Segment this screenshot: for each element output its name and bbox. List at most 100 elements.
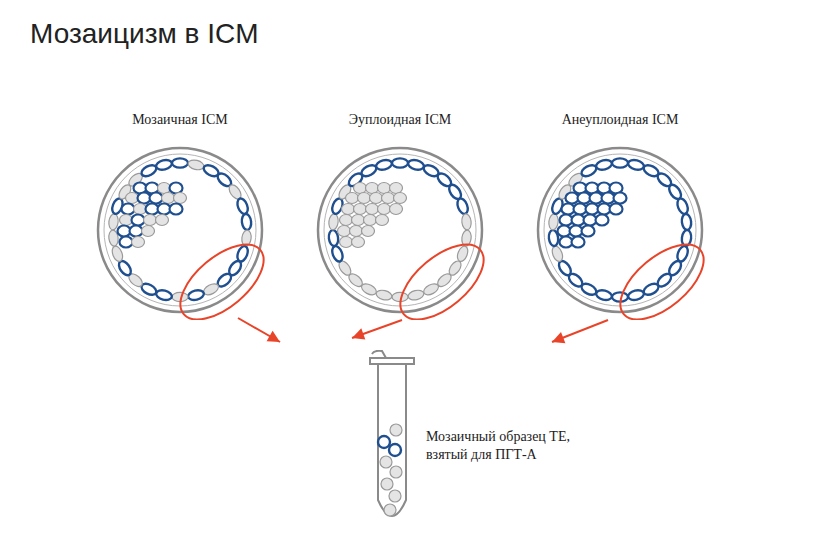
sample-cell bbox=[381, 478, 393, 490]
biopsy-highlight bbox=[608, 231, 710, 320]
tube-label: Мозаичный образец TE, взятый для ПГТ-А bbox=[426, 428, 596, 464]
icm-cell bbox=[174, 193, 187, 204]
blastocyst-drawing bbox=[90, 140, 270, 320]
icm-cell bbox=[352, 237, 365, 248]
te-cell bbox=[612, 158, 628, 167]
icm-cell bbox=[614, 193, 627, 204]
arrow-head bbox=[552, 332, 565, 343]
te-cell bbox=[241, 213, 252, 230]
zona-pellucida bbox=[318, 148, 482, 312]
te-cell bbox=[392, 158, 408, 167]
zona-inner bbox=[324, 154, 476, 306]
te-cell bbox=[461, 213, 472, 230]
diagram-title: Мозаицизм в ICM bbox=[30, 18, 258, 50]
icm-cell bbox=[358, 193, 371, 204]
icm-cell bbox=[122, 204, 135, 215]
zona-pellucida bbox=[98, 148, 262, 312]
arrow-connector bbox=[552, 320, 608, 343]
sample-cell bbox=[390, 466, 402, 478]
te-cell bbox=[328, 213, 339, 230]
icm-cell bbox=[162, 193, 175, 204]
icm-cell bbox=[342, 204, 355, 215]
te-cell bbox=[187, 159, 205, 172]
te-cell bbox=[155, 289, 173, 302]
icm-cell bbox=[354, 204, 367, 215]
blastocyst-heading: Мозаичная ICM bbox=[90, 112, 270, 128]
zona-inner bbox=[104, 154, 256, 306]
blastocyst: Анеуплоидная ICM bbox=[530, 112, 710, 326]
icm-cell bbox=[132, 215, 145, 226]
icm-cell bbox=[340, 215, 353, 226]
icm-cell bbox=[350, 226, 363, 237]
icm-cell bbox=[390, 204, 403, 215]
te-cell bbox=[455, 245, 469, 263]
icm-cell bbox=[130, 226, 143, 237]
tube-lid bbox=[370, 358, 414, 364]
te-cell bbox=[595, 289, 613, 302]
icm-cell bbox=[362, 226, 375, 237]
icm-cell bbox=[338, 226, 351, 237]
icm-cell bbox=[572, 237, 585, 248]
icm-cell bbox=[170, 204, 183, 215]
icm-cell bbox=[132, 237, 145, 248]
icm-cell bbox=[170, 183, 183, 194]
te-cell bbox=[595, 159, 613, 172]
icm-cell bbox=[156, 215, 169, 226]
blastocyst-drawing bbox=[530, 140, 710, 320]
biopsy-highlight bbox=[168, 231, 270, 320]
arrow-head bbox=[352, 328, 365, 339]
icm-cell bbox=[370, 193, 383, 204]
blastocyst-drawing bbox=[310, 140, 490, 320]
blastocyst: Мозаичная ICM bbox=[90, 112, 270, 326]
te-cell bbox=[375, 159, 393, 172]
sample-cell bbox=[390, 424, 402, 436]
sample-cell bbox=[389, 444, 401, 456]
te-cell bbox=[422, 282, 440, 298]
icm-cell bbox=[376, 215, 389, 226]
arrow-connector bbox=[238, 318, 280, 342]
icm-cell bbox=[142, 226, 155, 237]
zona-pellucida bbox=[538, 148, 702, 312]
tube-body bbox=[378, 364, 406, 516]
te-cell bbox=[407, 159, 425, 172]
sample-cell bbox=[380, 456, 392, 468]
tube-drawing bbox=[362, 350, 422, 535]
tube-hinge bbox=[372, 351, 386, 358]
te-cell bbox=[407, 289, 425, 302]
sample-cell bbox=[378, 436, 390, 448]
te-cell bbox=[375, 289, 393, 302]
te-cell bbox=[455, 197, 469, 215]
icm-cell bbox=[346, 193, 359, 204]
te-cell bbox=[172, 158, 188, 167]
blastocyst: Эуплоидная ICM bbox=[310, 112, 490, 326]
tube-rim bbox=[374, 363, 410, 365]
icm-cell bbox=[352, 215, 365, 226]
te-cell bbox=[681, 213, 692, 230]
icm-cell bbox=[378, 204, 391, 215]
sample-cell bbox=[389, 490, 401, 502]
icm-cell bbox=[390, 183, 403, 194]
icm-cell bbox=[366, 183, 379, 194]
icm-cell bbox=[144, 215, 157, 226]
blastocyst-heading: Эуплоидная ICM bbox=[310, 112, 490, 128]
icm-cell bbox=[354, 183, 367, 194]
biopsy-highlight bbox=[388, 231, 490, 320]
sample-tube: Мозаичный образец TE, взятый для ПГТ-А bbox=[362, 350, 612, 535]
zona-inner bbox=[544, 154, 696, 306]
icm-cell bbox=[366, 204, 379, 215]
te-cell bbox=[235, 197, 249, 215]
icm-cell bbox=[150, 193, 163, 204]
arrow-line bbox=[238, 318, 280, 342]
blastocyst-heading: Анеуплоидная ICM bbox=[530, 112, 710, 128]
sample-cell bbox=[384, 504, 396, 516]
icm-cell bbox=[340, 237, 353, 248]
icm-cell bbox=[382, 193, 395, 204]
icm-cell bbox=[596, 215, 609, 226]
te-cell bbox=[627, 289, 645, 302]
te-cell bbox=[155, 159, 173, 172]
arrow-connector bbox=[352, 320, 402, 340]
te-cell bbox=[330, 245, 344, 263]
icm-cell bbox=[394, 193, 407, 204]
icm-cell bbox=[364, 215, 377, 226]
icm-cell bbox=[378, 183, 391, 194]
